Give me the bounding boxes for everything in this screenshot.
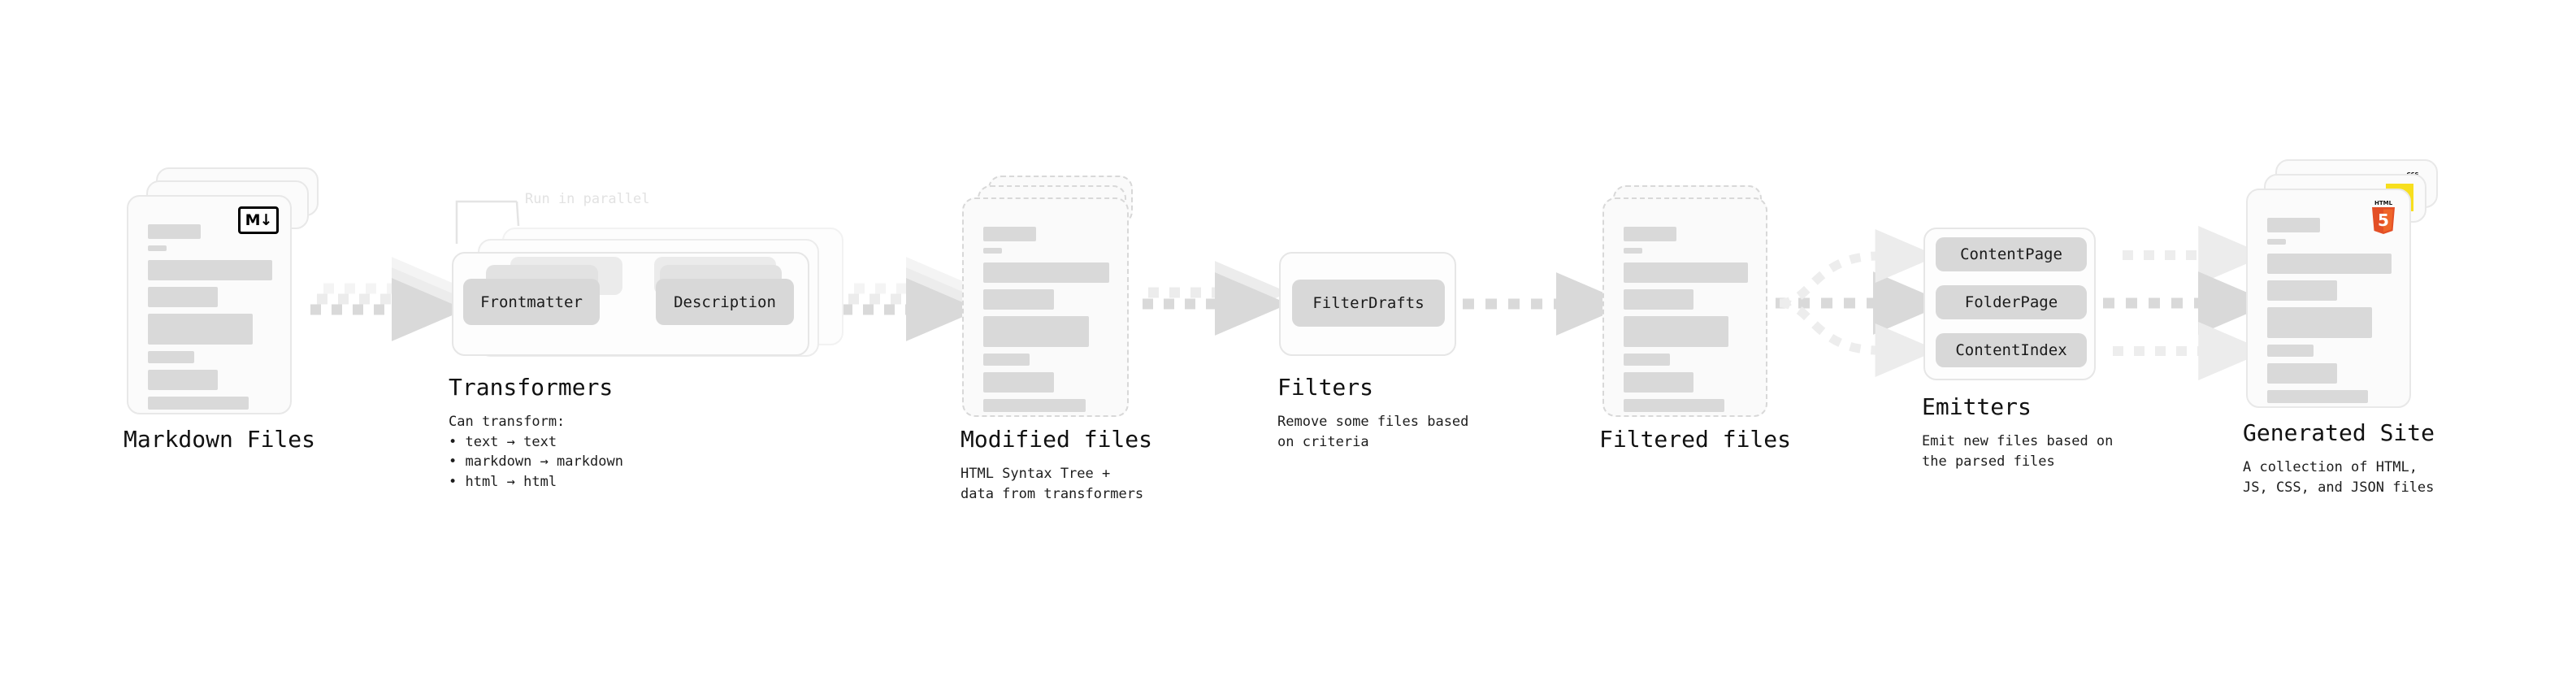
svg-text:5: 5 <box>2378 210 2389 230</box>
filtered-card-front <box>1602 197 1767 417</box>
emitters-caption-subtitle: Emit new files based on the parsed files <box>1922 433 2114 470</box>
markdown-icon-label: M <box>245 210 261 229</box>
arrow-markdown-to-transformers <box>310 257 466 341</box>
modified-caption: Modified files HTML Syntax Tree + data f… <box>961 426 1152 504</box>
modified-caption-title: Modified files <box>961 426 1153 453</box>
filter-chip-filterdrafts-label: FilterDrafts <box>1312 294 1425 312</box>
svg-text:HTML: HTML <box>2374 200 2393 206</box>
generated-caption-subtitle: A collection of HTML, JS, CSS, and JSON … <box>2243 459 2435 496</box>
transformer-chip-description[interactable]: Description <box>656 279 794 325</box>
emitter-chip-folderpage-label: FolderPage <box>1964 293 2058 311</box>
html5-icon-glyph: HTML 5 <box>2372 200 2395 234</box>
transformers-caption-title: Transformers <box>449 374 614 401</box>
modified-card-front <box>962 197 1129 417</box>
filters-caption: Filters Remove some files based on crite… <box>1277 374 1468 452</box>
filters-caption-title: Filters <box>1277 374 1374 401</box>
transformer-chip-description-label: Description <box>674 293 776 311</box>
arrow-filtered-to-emitters <box>1776 229 1947 377</box>
filter-chip-filterdrafts[interactable]: FilterDrafts <box>1292 280 1445 327</box>
transformer-chip-frontmatter-label: Frontmatter <box>480 293 583 311</box>
generated-caption: Generated Site A collection of HTML, JS,… <box>2243 419 2435 497</box>
emitters-caption-title: Emitters <box>1922 393 2032 420</box>
emitter-chip-contentpage-label: ContentPage <box>1960 245 2062 263</box>
filters-caption-subtitle: Remove some files based on criteria <box>1277 414 1469 450</box>
transformer-chip-frontmatter[interactable]: Frontmatter <box>463 279 600 325</box>
markdown-skeleton <box>148 224 272 416</box>
html5-icon: HTML 5 <box>2367 198 2400 234</box>
markdown-caption-title: Markdown Files <box>124 426 316 453</box>
markdown-caption: Markdown Files <box>124 426 315 453</box>
modified-skeleton <box>983 227 1109 419</box>
emitter-chip-folderpage[interactable]: FolderPage <box>1936 285 2087 319</box>
markdown-card-front: M↓ <box>127 195 292 414</box>
filtered-skeleton <box>1624 227 1748 419</box>
emitters-caption: Emitters Emit new files based on the par… <box>1922 393 2113 471</box>
transformers-caption: Transformers Can transform: • text → tex… <box>449 374 623 492</box>
generated-card-front: HTML 5 <box>2246 189 2411 408</box>
emitter-chip-contentindex[interactable]: ContentIndex <box>1936 333 2087 367</box>
generated-skeleton <box>2267 218 2392 410</box>
filtered-caption: Filtered files <box>1599 426 1791 453</box>
modified-caption-subtitle: HTML Syntax Tree + data from transformer… <box>961 466 1144 502</box>
arrow-emitters-to-generated <box>2103 226 2272 380</box>
run-in-parallel-label: Run in parallel <box>525 191 650 207</box>
emitter-chip-contentindex-label: ContentIndex <box>1955 341 2067 359</box>
emitter-chip-contentpage[interactable]: ContentPage <box>1936 237 2087 271</box>
markdown-icon: M↓ <box>238 206 279 234</box>
arrow-modified-to-filters <box>1143 261 1289 336</box>
filtered-caption-title: Filtered files <box>1599 426 1792 453</box>
transformers-caption-subtitle: Can transform: • text → text • markdown … <box>449 414 623 490</box>
generated-caption-title: Generated Site <box>2243 419 2435 446</box>
